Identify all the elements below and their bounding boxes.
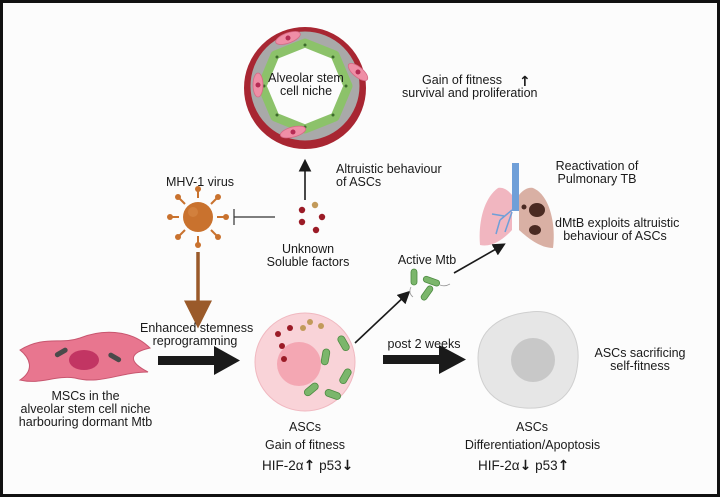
soluble-factor-dots <box>298 201 326 234</box>
active-mtb-label: Active Mtb <box>397 253 457 267</box>
niche-label-line2: cell niche <box>279 84 333 98</box>
asc-right-hif: HIF-2α <box>478 458 520 473</box>
enhanced-line1: Enhanced stemness <box>140 321 254 335</box>
sacrificing-line2: self-fitness <box>610 359 670 373</box>
alveolar-niche-illustration <box>244 27 369 149</box>
enhanced-stemness-label: Enhanced stemness reprogramming <box>140 321 254 348</box>
soluble-line2: Soluble factors <box>266 255 350 269</box>
asc-grey-cell-illustration <box>477 311 579 409</box>
mscs-line3: harbouring dormant Mtb <box>18 415 153 429</box>
dmtb-label: dMtB exploits altruistic behaviour of AS… <box>555 216 680 243</box>
dmtb-line1: dMtB exploits altruistic <box>555 216 680 230</box>
arrow-down-icon: ↓ <box>519 458 532 474</box>
sacrificing-line1: ASCs sacrificing <box>594 346 686 360</box>
arrow-mtb-to-lungs <box>453 243 506 274</box>
mhv1-virus-icon <box>167 186 229 248</box>
asc-right-p53: p53 <box>535 458 558 473</box>
arrow-up-icon: ↑ <box>519 74 531 90</box>
arrow-post-2-weeks <box>383 345 466 374</box>
reactivation-line2: Pulmonary TB <box>557 172 637 186</box>
gain-fitness-line1: Gain of fitness <box>422 73 502 87</box>
msc-cell-illustration <box>18 331 151 382</box>
gain-fitness-line2: survival and proliferation <box>402 86 538 100</box>
post-2-weeks-label: post 2 weeks <box>387 337 461 351</box>
arrow-down-icon: ↓ <box>341 458 354 474</box>
mscs-line2: alveolar stem cell niche <box>20 402 151 416</box>
soluble-line1: Unknown <box>281 242 335 256</box>
mscs-label: MSCs in the alveolar stem cell niche har… <box>18 390 153 429</box>
asc-right-title: ASCs <box>516 420 548 434</box>
niche-label: Alveolar stem cell niche <box>266 72 346 98</box>
altruistic-line1: Altruistic behaviour <box>336 162 442 176</box>
niche-pink-nuclei <box>255 35 361 135</box>
asc-right-subtitle: Differentiation/Apoptosis <box>464 438 601 452</box>
asc-left-hif: HIF-2α <box>262 458 304 473</box>
lungs-illustration <box>479 163 554 248</box>
soluble-factors-label: Unknown Soluble factors <box>263 243 353 269</box>
mhv1-label: MHV-1 virus <box>165 175 235 189</box>
reactivation-line1: Reactivation of <box>555 159 639 173</box>
asc-right-markers: HIF-2α↓ p53↑ <box>478 458 569 474</box>
active-mtb-bacteria-icon <box>409 268 451 301</box>
asc-left-title: ASCs <box>289 420 321 434</box>
niche-label-line1: Alveolar stem <box>268 71 344 85</box>
enhanced-line2: reprogramming <box>152 334 238 348</box>
asc-left-subtitle: Gain of fitness <box>265 438 345 452</box>
niche-green-nuclei <box>262 43 348 129</box>
asc-left-p53: p53 <box>319 458 342 473</box>
dmtb-line2: behaviour of ASCs <box>563 229 667 243</box>
asc-pink-cell-illustration <box>254 312 356 412</box>
arrow-up-icon: ↑ <box>303 458 316 474</box>
arrow-asc-to-active-mtb <box>354 290 411 344</box>
arrow-up-icon: ↑ <box>557 458 570 474</box>
altruistic-label: Altruistic behaviour of ASCs <box>336 163 442 189</box>
mscs-line1: MSCs in the <box>51 389 120 403</box>
sacrificing-label: ASCs sacrificing self-fitness <box>590 347 690 373</box>
asc-left-markers: HIF-2α↑ p53↓ <box>262 458 353 474</box>
reactivation-label: Reactivation of Pulmonary TB <box>552 160 642 186</box>
inhibition-line <box>233 209 275 225</box>
gain-fitness-label: Gain of fitness survival and proliferati… <box>402 73 538 100</box>
arrow-msc-to-asc <box>158 346 240 375</box>
altruistic-line2: of ASCs <box>336 175 382 189</box>
